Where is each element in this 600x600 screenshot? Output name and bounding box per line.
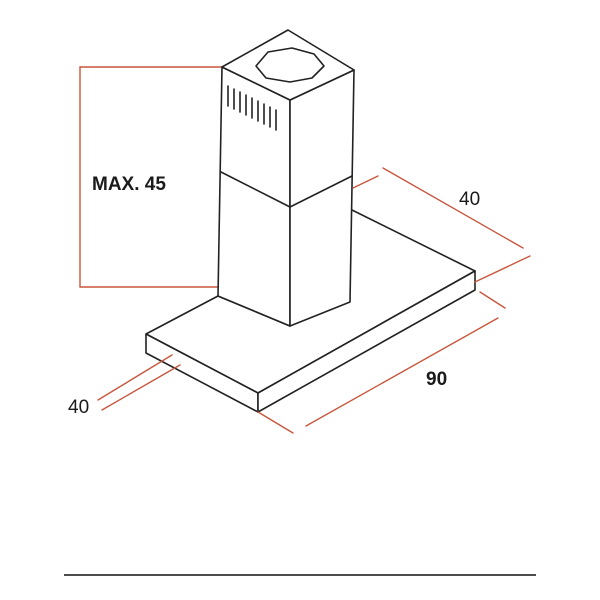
chimney-joint-left	[220, 171, 291, 208]
canopy-right-face	[257, 270, 476, 413]
width-dimension-lines	[257, 291, 506, 434]
vent-slots	[227, 85, 277, 131]
height-dimension-label: MAX. 45	[92, 174, 166, 195]
depth-right-dimension-label: 40	[459, 189, 480, 210]
width-dimension-label: 90	[426, 369, 447, 390]
hood-chimney	[217, 29, 355, 327]
depth-left-dimension-lines	[97, 354, 181, 411]
depth-right-dimension-lines	[352, 167, 531, 283]
chimney-outlet-octagon	[255, 47, 325, 83]
height-dimension-lines	[79, 66, 223, 288]
chimney-joint-right	[289, 175, 353, 208]
depth-left-dimension-label: 40	[68, 397, 89, 418]
chimney-right-face	[289, 69, 355, 327]
